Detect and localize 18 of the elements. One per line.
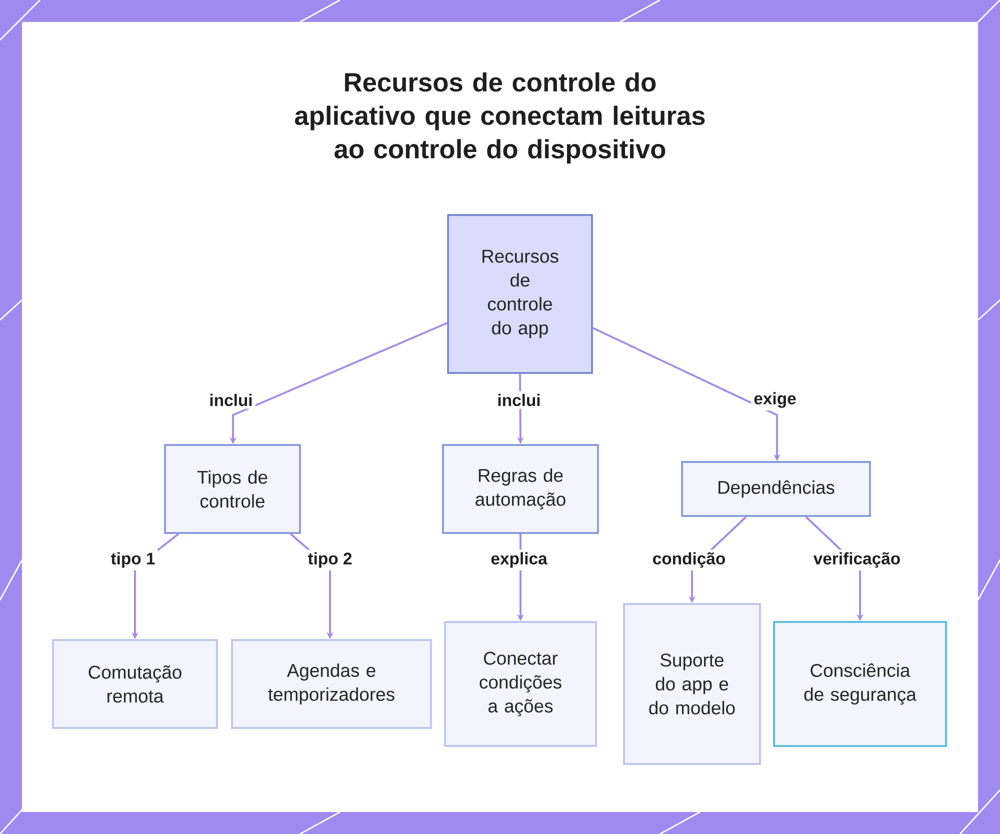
edge-label: exige xyxy=(751,390,799,410)
edge-label: condição xyxy=(650,550,728,570)
category-box: Dependências xyxy=(681,461,871,517)
title: Recursos de controle do aplicativo que conectam leituras ao controle do dispositivo xyxy=(294,72,705,164)
detail-box: Comutação remota xyxy=(52,639,218,729)
detail-box: Consciência de segurança xyxy=(773,621,947,747)
category-box: Regras de automação xyxy=(442,444,599,534)
category-box: Tipos de controle xyxy=(164,444,301,534)
edge-label: inclui xyxy=(206,391,256,409)
edge-label: tipo 2 xyxy=(305,550,355,570)
edge-label: tipo 1 xyxy=(108,550,158,570)
edge-label: explica xyxy=(488,550,550,570)
detail-box: Agendas e temporizadores xyxy=(231,639,432,729)
detail-box: Conectar condições a ações xyxy=(444,621,597,747)
edge-label: inclui xyxy=(494,391,544,409)
root-box: Recursos de controle do app xyxy=(447,214,593,374)
edge-label: verificação xyxy=(810,550,904,570)
detail-box: Suporte do app e do modelo xyxy=(623,603,761,765)
